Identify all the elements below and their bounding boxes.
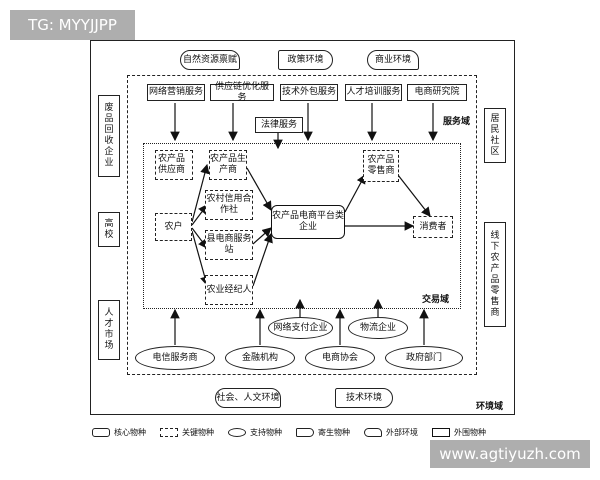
- node-agri-producer: 农产品生产商: [209, 150, 247, 180]
- service-tech-outsourcing: 技术外包服务: [280, 84, 338, 101]
- support-online-payment: 网络支付企业: [268, 317, 333, 339]
- node-county-station: 县电商服务站: [205, 230, 253, 260]
- legend-key: 关键物种: [182, 427, 214, 437]
- env-technology: 技术环境: [335, 388, 393, 408]
- service-talent-training: 人才培训服务: [345, 84, 402, 101]
- external-residential-community: 居民社区: [484, 108, 506, 163]
- legend-external: 外部环境: [386, 427, 418, 437]
- external-offline-retailer: 线下农产品零售商: [484, 222, 506, 327]
- node-ecommerce-platform: 农产品电商平台类企业: [271, 205, 345, 239]
- legend-core-symbol: [92, 427, 110, 437]
- node-agri-broker: 农业经纪人: [205, 275, 253, 305]
- legend-key-symbol: [160, 427, 178, 437]
- trade-domain-frame: [143, 143, 461, 309]
- legend-external-symbol: [364, 427, 382, 437]
- legend-peripheral-symbol: [432, 427, 450, 437]
- node-consumer: 消费者: [413, 216, 453, 238]
- service-network-marketing: 网络营销服务: [147, 84, 205, 101]
- watermark-top: TG: MYYJJPP: [10, 10, 135, 40]
- service-supply-chain: 供应链优化服务: [210, 82, 274, 103]
- node-agri-retailer: 农产品零售商: [363, 150, 399, 182]
- legend-core: 核心物种: [114, 427, 146, 437]
- trade-domain-label: 交易域: [422, 295, 450, 305]
- service-domain-label: 服务域: [443, 117, 471, 127]
- service-ecommerce-institute: 电商研究院: [407, 84, 467, 101]
- legend-support-symbol: [228, 427, 246, 437]
- external-recycling: 废品回收企业: [98, 95, 120, 177]
- legend-parasite: 寄生物种: [318, 427, 350, 437]
- external-university: 高校: [98, 212, 120, 247]
- service-legal: 法律服务: [255, 117, 303, 133]
- node-rural-credit: 农村信用合作社: [205, 190, 253, 220]
- env-business: 商业环境: [367, 50, 419, 70]
- legend: 核心物种 关键物种 支持物种 寄生物种 外部环境 外围物种: [92, 425, 512, 439]
- support-logistics: 物流企业: [348, 317, 408, 339]
- support-ecommerce-assoc: 电商协会: [305, 346, 375, 370]
- support-government: 政府部门: [385, 346, 463, 370]
- node-agri-supplier: 农产品供应商: [155, 150, 193, 180]
- support-finance: 金融机构: [225, 346, 295, 370]
- legend-support: 支持物种: [250, 427, 282, 437]
- environment-domain-label: 环境域: [476, 402, 504, 412]
- env-social-cultural: 社会、人文环境: [215, 388, 281, 408]
- legend-parasite-symbol: [296, 427, 314, 437]
- watermark-bottom: www.agtiyuzh.com: [430, 440, 590, 468]
- external-talent-market: 人才市场: [98, 300, 120, 360]
- environment-frame: [90, 40, 515, 415]
- env-policy: 政策环境: [278, 50, 333, 70]
- service-domain-frame: [127, 75, 477, 375]
- node-farmer: 农户: [155, 213, 192, 241]
- env-natural-resources: 自然资源禀赋: [180, 50, 240, 70]
- support-telecom: 电信服务商: [135, 346, 215, 370]
- legend-peripheral: 外围物种: [454, 427, 486, 437]
